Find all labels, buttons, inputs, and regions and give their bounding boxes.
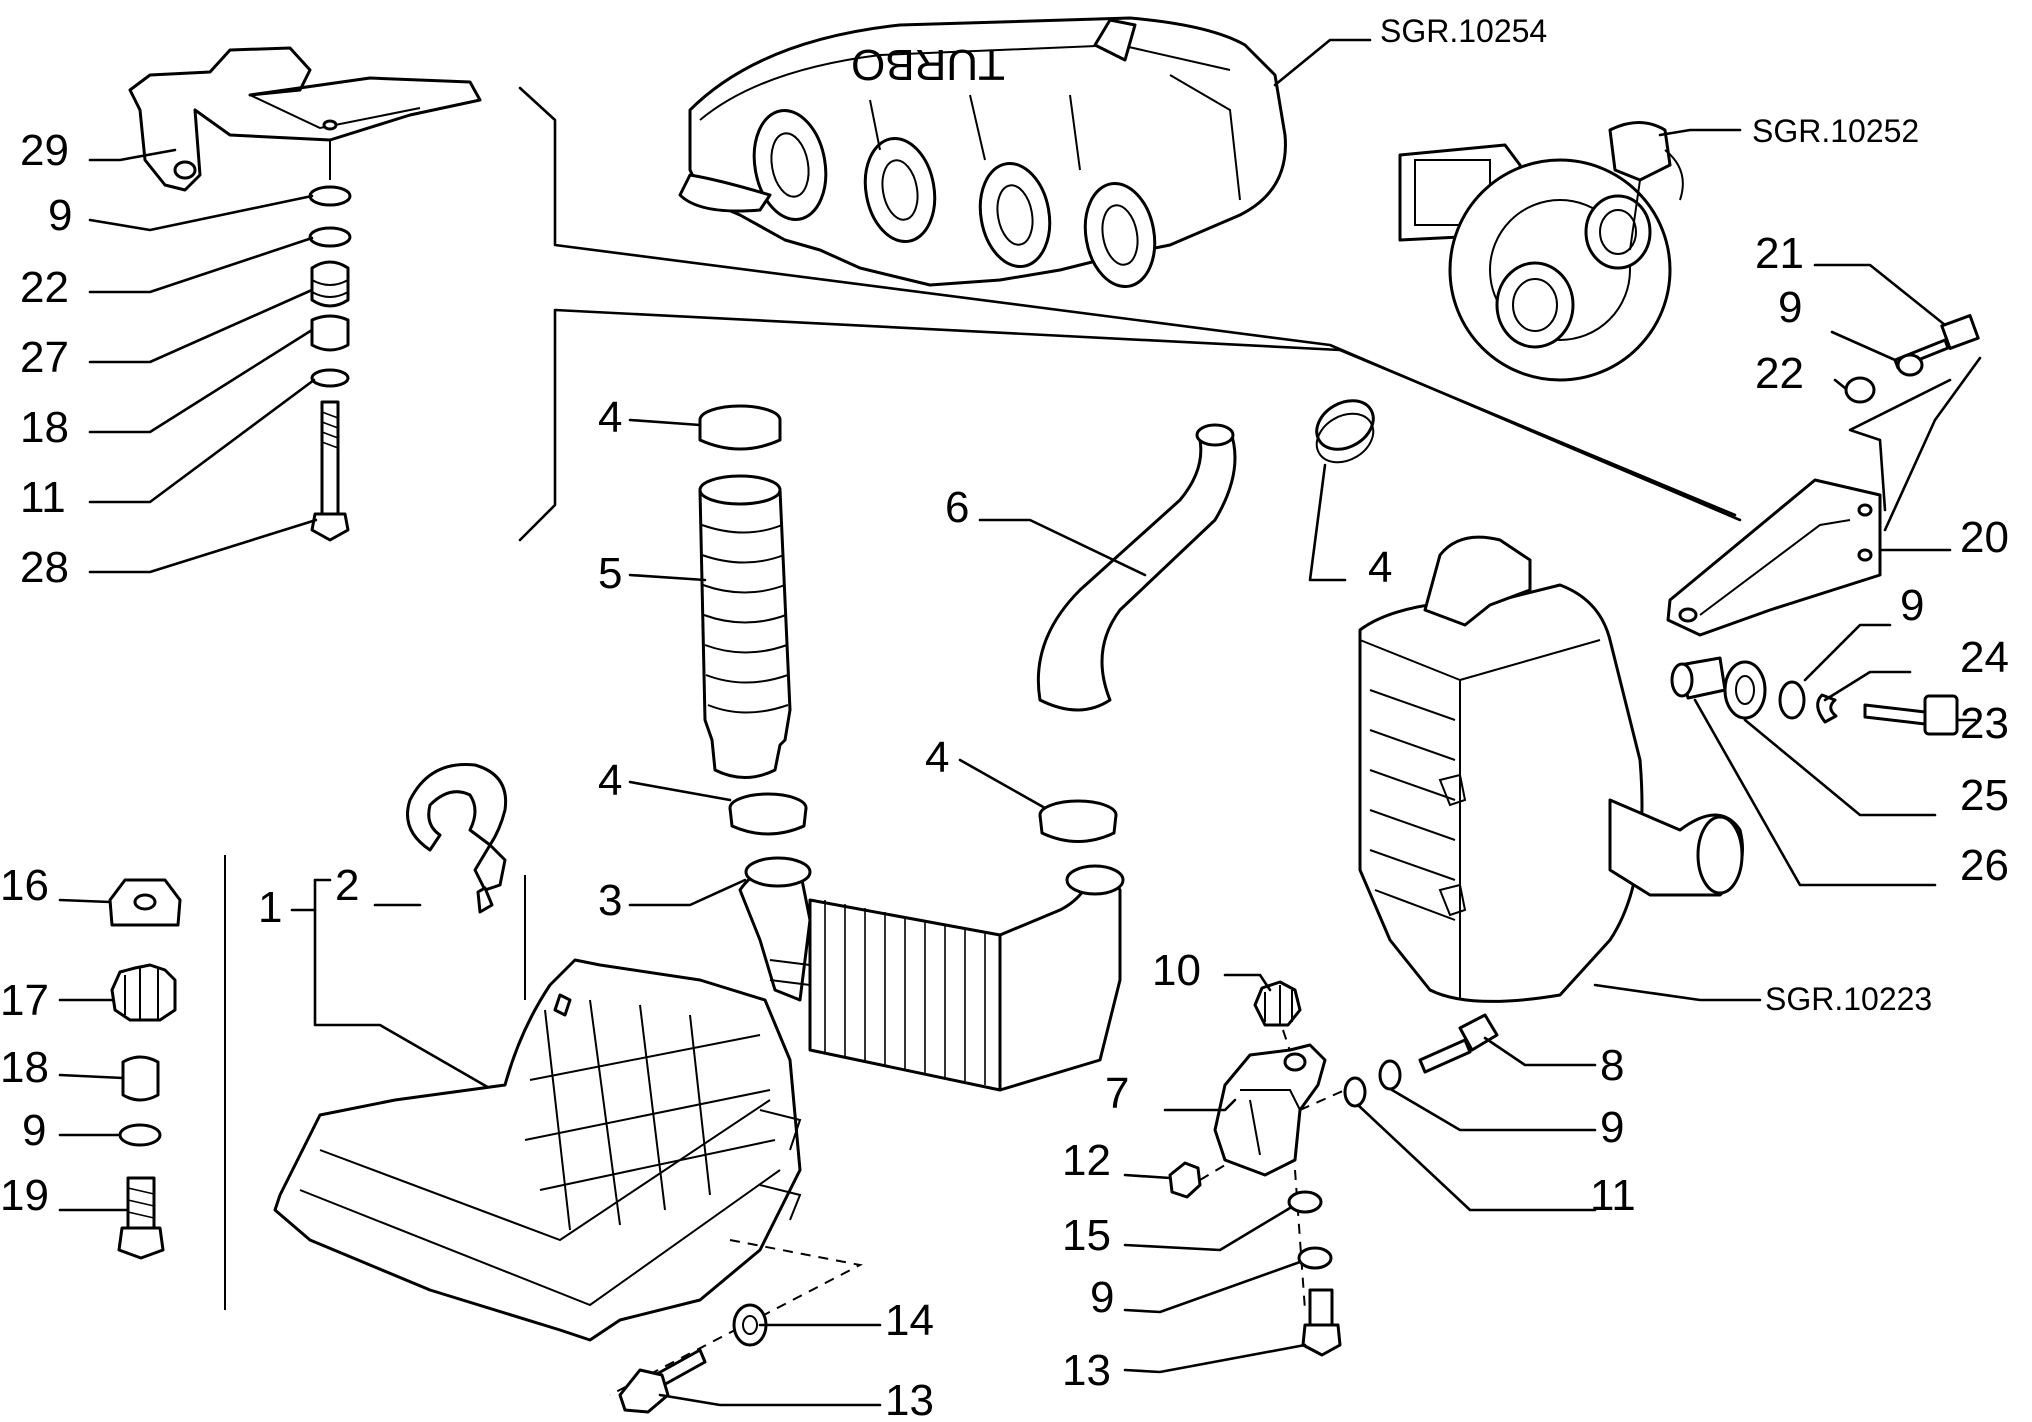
reference-sgr-10223: SGR.10223 [1765,981,1932,1017]
callout-7: 7 [1105,1069,1129,1118]
nut-10 [1253,980,1302,1027]
nut-12 [1168,1161,1202,1199]
clamp-4-top [698,404,782,451]
callout-28: 28 [20,543,69,592]
bolt-19 [117,1176,165,1260]
callout-5: 5 [598,549,622,598]
washer-11-bottom [1343,1076,1367,1108]
hose-clamp-2 [406,762,508,914]
callout-23: 23 [1960,699,2009,748]
air-duct-1 [273,958,802,1342]
nut-clip-16 [108,878,182,927]
rubber-buffer-27 [310,260,350,308]
washer-22-right [1844,376,1876,404]
callout-26: 26 [1960,841,2009,890]
callout-22-a: 22 [20,263,69,312]
washer-9-bolt8 [1378,1059,1402,1091]
bolt-13-right [1301,1288,1342,1357]
washer-9-right-top [1896,353,1924,377]
callout-1: 1 [258,883,282,932]
washer-22-top [308,226,352,248]
bolt-8 [1418,1013,1499,1074]
washer-9-left [118,1123,162,1147]
callout-13-b: 13 [1062,1346,1111,1395]
bolt-13-left [618,1348,707,1414]
bolt-28 [310,400,350,542]
callout-18-b: 18 [0,1043,49,1092]
callout-17: 17 [0,976,49,1025]
callout-9-e: 9 [1778,283,1802,332]
callout-4-d: 4 [925,733,949,782]
callout-9-b: 9 [22,1106,46,1155]
callout-11-a: 11 [20,473,66,522]
washer-15 [1287,1190,1323,1214]
callout-4-b: 4 [598,756,622,805]
support-bracket-29 [128,46,482,192]
spacer-18-top [310,314,350,352]
damper-25 [1723,660,1767,720]
callout-8: 8 [1600,1041,1624,1090]
callout-9-a: 9 [48,191,72,240]
callout-13-a: 13 [885,1376,934,1417]
callout-22-b: 22 [1755,349,1804,398]
washer-9-top [308,185,352,207]
intercooler-3 [738,856,1125,1092]
intake-manifold [678,16,1287,289]
callout-16: 16 [0,861,49,910]
sleeve-26 [1670,656,1727,700]
washer-11-top [310,368,350,388]
air-filter-housing [1358,535,1744,1003]
callout-18-a: 18 [20,403,69,452]
washer-9-right [1778,680,1806,720]
callout-27: 27 [20,333,69,382]
hose-5 [698,474,792,779]
callout-15: 15 [1062,1211,1111,1260]
bracket-20 [1666,478,1882,637]
reference-sgr-10254: SGR.10254 [1380,13,1547,49]
callout-3: 3 [598,876,622,925]
callout-20: 20 [1960,513,2009,562]
bolt-23 [1863,694,1959,736]
callout-14: 14 [885,1296,934,1345]
clamp-4-mid-right [1038,799,1118,843]
callout-21: 21 [1755,229,1804,278]
callout-6: 6 [945,483,969,532]
clamp-4-mid-left [728,792,808,836]
spacer-18-left [121,1055,160,1102]
hose-6 [1036,423,1237,712]
reference-sgr-10252: SGR.10252 [1752,113,1919,149]
callout-9-d: 9 [1600,1103,1624,1152]
clip-24 [1816,693,1838,724]
callout-12: 12 [1062,1136,1111,1185]
washer-9-bottom [1297,1246,1333,1270]
bracket-7 [1213,1043,1327,1177]
callout-9-c: 9 [1090,1273,1114,1322]
callout-11-b: 11 [1590,1171,1636,1220]
callout-19: 19 [0,1171,49,1220]
callout-4-c: 4 [1368,543,1392,592]
manifold-lettering: TURBO [851,40,1005,89]
callout-24: 24 [1960,633,2009,682]
callout-10: 10 [1152,946,1201,995]
turbocharger [1398,121,1684,382]
callout-2: 2 [335,861,359,910]
callout-29: 29 [20,126,69,175]
callout-9-f: 9 [1900,581,1924,630]
callout-4-a: 4 [598,393,622,442]
callout-25: 25 [1960,771,2009,820]
grommet-17 [110,963,177,1022]
clamp-4-top-right [1315,399,1375,464]
